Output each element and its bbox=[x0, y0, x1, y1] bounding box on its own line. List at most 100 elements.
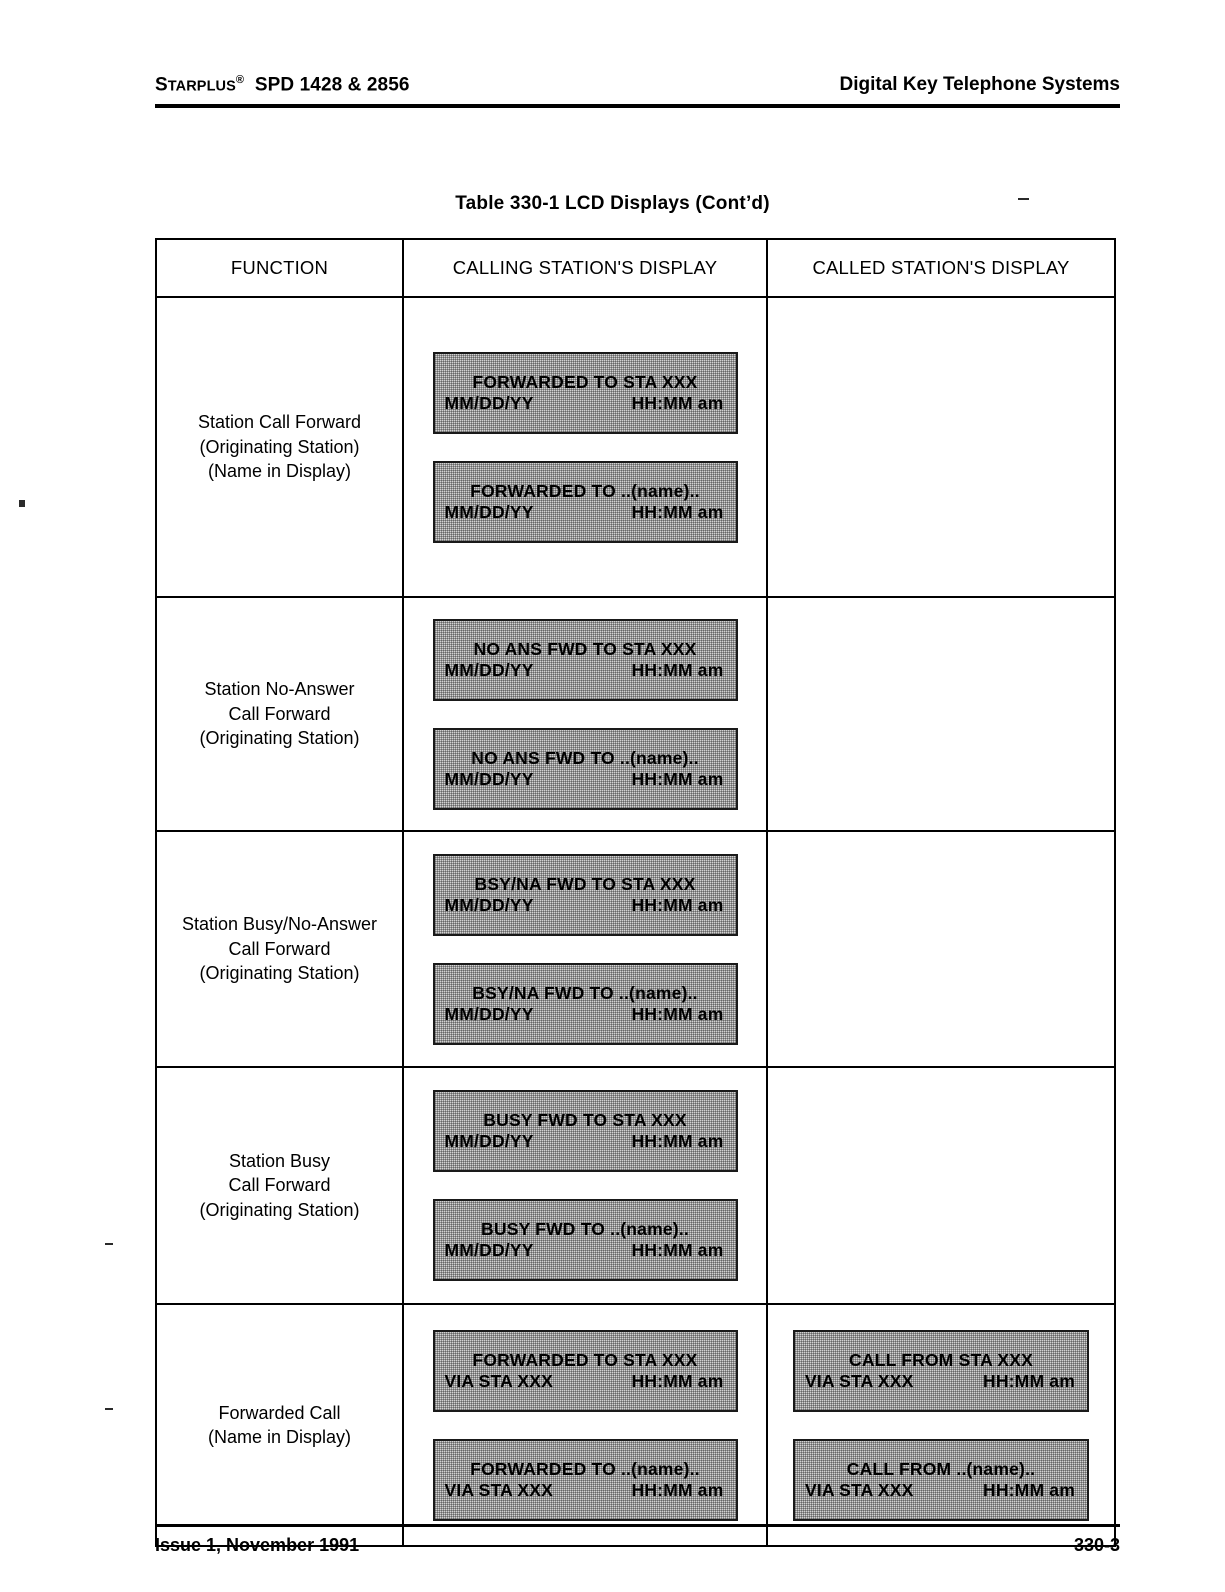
lcd-line-2-right: HH:MM am bbox=[631, 894, 724, 915]
table-title: Table 330-1 LCD Displays (Cont’d) bbox=[455, 193, 770, 214]
lcd-line-1: NO ANS FWD TO STA XXX bbox=[473, 638, 697, 659]
lcd-line-2-left: MM/DD/YY bbox=[444, 1003, 534, 1024]
function-label-line: Station Busy bbox=[228, 1150, 331, 1171]
lcd-line-1: BUSY FWD TO STA XXX bbox=[483, 1110, 687, 1131]
lcd-line-2-left: MM/DD/YY bbox=[444, 1131, 534, 1151]
lcd-line-2-right: HH:MM am bbox=[631, 1131, 724, 1151]
lcd-stack: FORWARDED TO STA XXX VIA STA XXX HH:MM a… bbox=[404, 1329, 766, 1521]
page-header: STARPLUS® SPD 1428 & 2856 Digital Key Te… bbox=[155, 74, 1120, 108]
lcd-line-2-left: VIA STA XXX bbox=[805, 1370, 914, 1391]
lcd-line-2-right: HH:MM am bbox=[631, 1479, 724, 1500]
lcd-screen: FORWARDED TO ..(name).. MM/DD/YY HH:MM a… bbox=[432, 460, 738, 543]
lcd-line-2-right: HH:MM am bbox=[631, 501, 724, 522]
function-label-line: (Originating Station) bbox=[199, 436, 360, 457]
function-label-line: (Originating Station) bbox=[199, 963, 360, 984]
lcd-stack: BSY/NA FWD TO STA XXX MM/DD/YY HH:MM am … bbox=[404, 853, 766, 1045]
lcd-line-1: FORWARDED TO ..(name).. bbox=[470, 480, 700, 501]
lcd-line-2: MM/DD/YY HH:MM am bbox=[444, 1240, 727, 1261]
lcd-line-1: CALL FROM STA XXX bbox=[849, 1349, 1033, 1370]
scan-artifact-mark bbox=[1018, 198, 1029, 200]
lcd-line-2-left: MM/DD/YY bbox=[444, 501, 534, 522]
lcd-line-2: MM/DD/YY HH:MM am bbox=[444, 502, 727, 523]
table-row: Station Busy Call Forward (Originating S… bbox=[155, 1066, 1116, 1305]
function-label-line: Forwarded Call bbox=[218, 1402, 341, 1423]
lcd-line-2: VIA STA XXX HH:MM am bbox=[444, 1480, 727, 1501]
scan-artifact-mark bbox=[105, 1408, 113, 1410]
lcd-line-1: BSY/NA FWD TO ..(name).. bbox=[472, 982, 698, 1003]
lcd-screen: BSY/NA FWD TO ..(name).. MM/DD/YY HH:MM … bbox=[432, 962, 738, 1045]
function-cell: Station No-Answer Call Forward (Originat… bbox=[155, 596, 404, 832]
column-header-function: FUNCTION bbox=[155, 238, 404, 298]
registered-trademark-icon: ® bbox=[235, 74, 245, 86]
table-body: Station Call Forward (Originating Statio… bbox=[155, 296, 1116, 1547]
table-row: Forwarded Call (Name in Display) FORWARD… bbox=[155, 1303, 1116, 1547]
function-cell: Station Call Forward (Originating Statio… bbox=[155, 296, 404, 598]
lcd-line-2-left: MM/DD/YY bbox=[444, 1240, 534, 1260]
table-header: FUNCTION CALLING STATION'S DISPLAY CALLE… bbox=[155, 238, 1116, 298]
lcd-line-2: MM/DD/YY HH:MM am bbox=[444, 769, 727, 790]
function-label-line: (Originating Station) bbox=[199, 1199, 360, 1220]
lcd-line-2-left: MM/DD/YY bbox=[444, 659, 534, 680]
lcd-screen: CALL FROM ..(name).. VIA STA XXX HH:MM a… bbox=[793, 1438, 1089, 1521]
lcd-line-1: NO ANS FWD TO ..(name).. bbox=[471, 747, 699, 768]
lcd-line-2: MM/DD/YY HH:MM am bbox=[444, 1131, 727, 1152]
lcd-line-2-right: HH:MM am bbox=[631, 392, 724, 413]
function-label-line: (Originating Station) bbox=[199, 728, 360, 749]
scan-artifact-mark bbox=[105, 1243, 113, 1245]
function-label-line: Call Forward bbox=[228, 938, 331, 959]
calling-station-display-cell: NO ANS FWD TO STA XXX MM/DD/YY HH:MM am … bbox=[402, 596, 768, 832]
column-header-called-station-display: CALLED STATION'S DISPLAY bbox=[766, 238, 1116, 298]
lcd-line-1: FORWARDED TO STA XXX bbox=[472, 371, 698, 392]
lcd-line-2-left: MM/DD/YY bbox=[444, 392, 534, 413]
table-header-row: FUNCTION CALLING STATION'S DISPLAY CALLE… bbox=[155, 238, 1116, 298]
header-divider-rule bbox=[155, 104, 1120, 108]
called-station-display-cell bbox=[766, 1066, 1116, 1305]
lcd-line-1: FORWARDED TO ..(name).. bbox=[470, 1458, 700, 1479]
footer-issue-text: Issue 1, November 1991 bbox=[155, 1535, 360, 1555]
lcd-screen: FORWARDED TO STA XXX VIA STA XXX HH:MM a… bbox=[432, 1329, 738, 1412]
lcd-stack: BUSY FWD TO STA XXX MM/DD/YY HH:MM am BU… bbox=[404, 1090, 766, 1281]
calling-station-display-cell: BSY/NA FWD TO STA XXX MM/DD/YY HH:MM am … bbox=[402, 830, 768, 1068]
lcd-line-2-left: VIA STA XXX bbox=[444, 1370, 554, 1391]
function-label-line: Call Forward bbox=[228, 703, 331, 724]
lcd-screen: BUSY FWD TO ..(name).. MM/DD/YY HH:MM am bbox=[432, 1199, 738, 1281]
function-label-line: Station Call Forward bbox=[197, 412, 362, 433]
calling-station-display-cell: FORWARDED TO STA XXX MM/DD/YY HH:MM am F… bbox=[402, 296, 768, 598]
lcd-line-2: MM/DD/YY HH:MM am bbox=[444, 393, 727, 414]
lcd-line-2-right: HH:MM am bbox=[631, 659, 724, 680]
lcd-line-2-right: HH:MM am bbox=[982, 1370, 1075, 1391]
calling-station-display-cell: FORWARDED TO STA XXX VIA STA XXX HH:MM a… bbox=[402, 1303, 768, 1547]
page-footer: Issue 1, November 1991 330-3 bbox=[155, 1535, 1120, 1561]
lcd-line-2: MM/DD/YY HH:MM am bbox=[444, 1004, 727, 1025]
header-model-number: SPD 1428 & 2856 bbox=[254, 74, 410, 96]
called-station-display-cell bbox=[766, 830, 1116, 1068]
scan-artifact-mark bbox=[19, 500, 25, 507]
lcd-stack: CALL FROM STA XXX VIA STA XXX HH:MM am C… bbox=[768, 1329, 1114, 1521]
table-row: Station No-Answer Call Forward (Originat… bbox=[155, 596, 1116, 832]
lcd-line-2-left: MM/DD/YY bbox=[444, 894, 534, 915]
lcd-line-2-left: MM/DD/YY bbox=[444, 768, 534, 789]
footer-page-number: 330-3 bbox=[1073, 1535, 1120, 1555]
function-cell: Station Busy/No-Answer Call Forward (Ori… bbox=[155, 830, 404, 1068]
column-header-calling-station-display: CALLING STATION'S DISPLAY bbox=[402, 238, 768, 298]
lcd-line-2-right: HH:MM am bbox=[631, 1240, 724, 1260]
called-station-display-cell: CALL FROM STA XXX VIA STA XXX HH:MM am C… bbox=[766, 1303, 1116, 1547]
lcd-line-2: MM/DD/YY HH:MM am bbox=[444, 895, 727, 916]
lcd-line-2: VIA STA XXX HH:MM am bbox=[804, 1480, 1078, 1501]
lcd-screen: NO ANS FWD TO STA XXX MM/DD/YY HH:MM am bbox=[432, 618, 738, 701]
header-product-title: STARPLUS® SPD 1428 & 2856 bbox=[155, 74, 410, 96]
table-row: Station Call Forward (Originating Statio… bbox=[155, 296, 1116, 598]
lcd-line-1: CALL FROM ..(name).. bbox=[846, 1458, 1036, 1479]
lcd-line-2: VIA STA XXX HH:MM am bbox=[804, 1371, 1078, 1392]
function-label-line: Call Forward bbox=[228, 1175, 331, 1196]
lcd-stack: FORWARDED TO STA XXX MM/DD/YY HH:MM am F… bbox=[404, 351, 766, 543]
brand-initial: S bbox=[155, 74, 168, 96]
lcd-line-1: FORWARDED TO STA XXX bbox=[472, 1349, 698, 1370]
function-cell: Station Busy Call Forward (Originating S… bbox=[155, 1066, 404, 1305]
footer-divider-rule bbox=[155, 1524, 1120, 1527]
lcd-screen: FORWARDED TO ..(name).. VIA STA XXX HH:M… bbox=[432, 1438, 738, 1521]
lcd-line-2-right: HH:MM am bbox=[982, 1479, 1075, 1500]
lcd-line-2-right: HH:MM am bbox=[631, 1370, 724, 1391]
lcd-line-1: BUSY FWD TO ..(name).. bbox=[481, 1219, 689, 1240]
function-label-line: (Name in Display) bbox=[207, 1427, 352, 1447]
